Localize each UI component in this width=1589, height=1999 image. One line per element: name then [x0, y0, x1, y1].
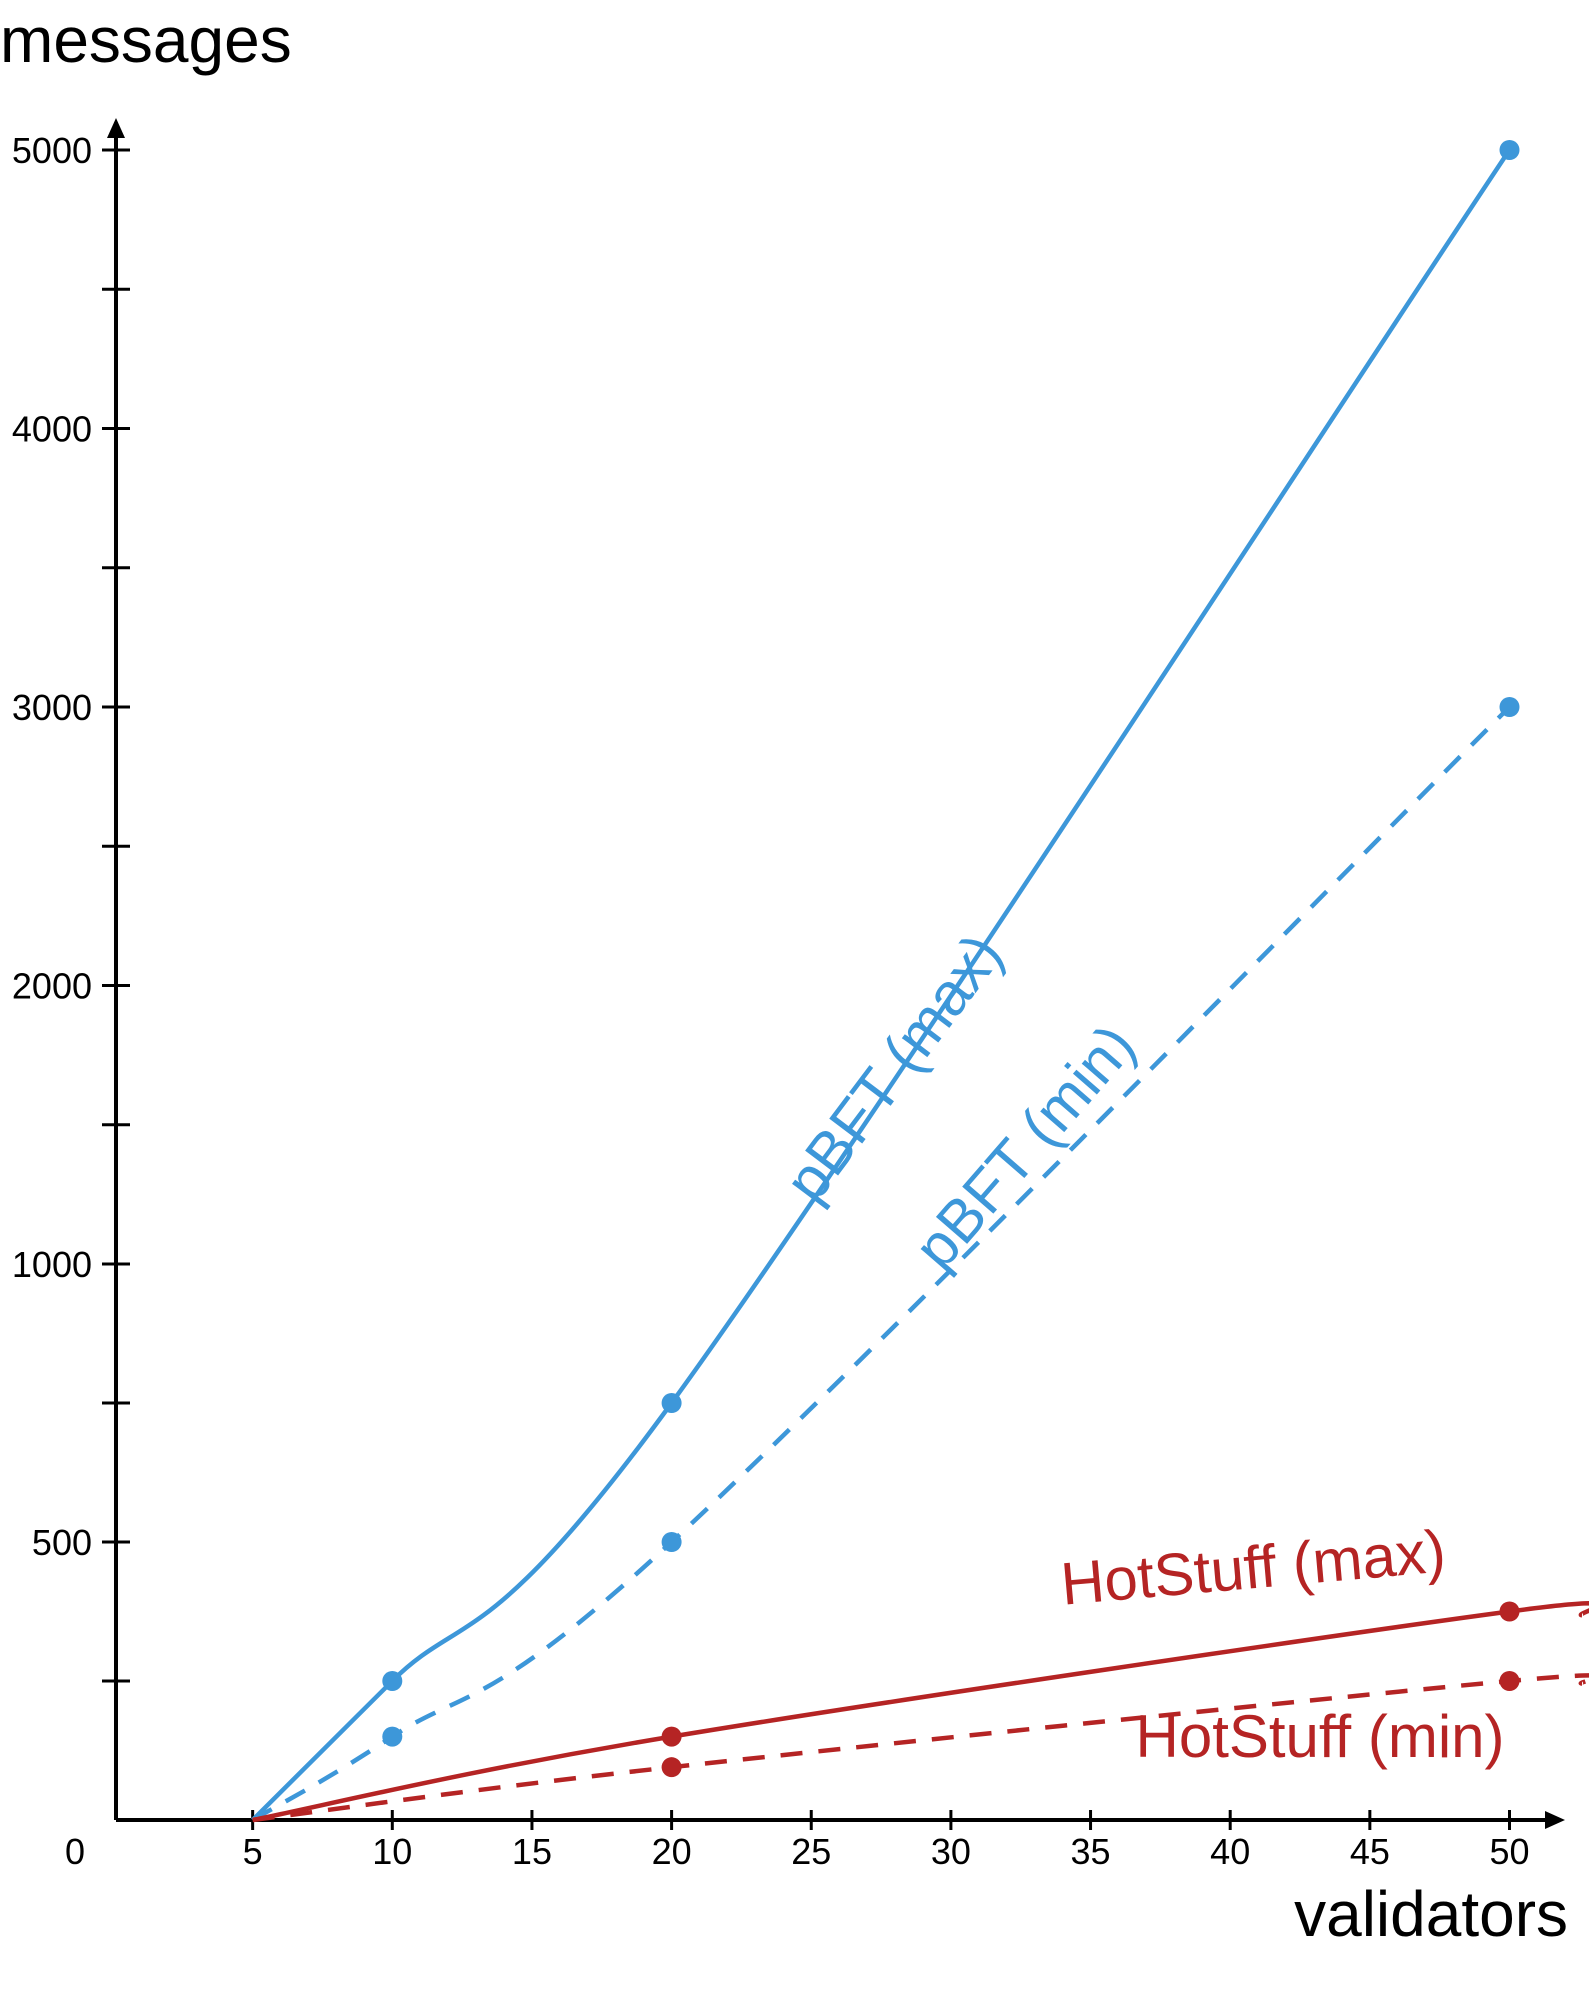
- x-tick-label: 5: [243, 1831, 263, 1872]
- x-tick-label: 35: [1071, 1831, 1111, 1872]
- series-line-3: [252, 1673, 1589, 1823]
- data-point: [1499, 140, 1520, 160]
- y-tick-label: 3000: [12, 687, 92, 728]
- x-tick-label: 20: [652, 1831, 692, 1872]
- series-line-2: [252, 1601, 1589, 1823]
- y-tick-label: 5000: [12, 130, 92, 171]
- x-tick-label: 10: [372, 1831, 412, 1872]
- origin-label: 0: [65, 1831, 85, 1872]
- series-line-1: [251, 705, 1512, 1822]
- data-point: [1499, 1601, 1520, 1622]
- y-axis-title: messages: [0, 4, 292, 76]
- x-axis-arrow: [1545, 1811, 1565, 1829]
- series-label: HotStuff (min): [1136, 1703, 1505, 1770]
- y-tick-label: 500: [32, 1522, 92, 1563]
- x-tick-label: 50: [1489, 1831, 1529, 1872]
- x-tick-label: 30: [931, 1831, 971, 1872]
- axes: 5 10 15 20 25 30 35 40 45 50 500 1000 2000 3000 4000 50…: [12, 118, 1565, 1872]
- x-tick-label: 45: [1350, 1831, 1390, 1872]
- labels-layer: pBFT (max)pBFT (min)HotStuff (max)HotStu…: [772, 921, 1505, 1770]
- x-axis-title: validators: [1294, 1878, 1568, 1950]
- data-point: [661, 1393, 682, 1413]
- series-label: HotStuff (max): [1058, 1517, 1448, 1617]
- y-tick-label: 2000: [12, 966, 92, 1007]
- x-tick-label: 15: [512, 1831, 552, 1872]
- data-point: [1499, 1671, 1520, 1691]
- data-point: [661, 1726, 682, 1747]
- data-point: [382, 1726, 403, 1747]
- y-axis-arrow: [107, 118, 125, 138]
- data-point: [1499, 697, 1520, 717]
- y-tick-label: 1000: [12, 1244, 92, 1285]
- y-tick-label: 4000: [12, 409, 92, 450]
- data-point: [382, 1671, 403, 1691]
- data-point: [661, 1532, 682, 1552]
- data-point: [661, 1757, 682, 1778]
- x-tick-label: 25: [791, 1831, 831, 1872]
- x-tick-label: 40: [1210, 1831, 1250, 1872]
- series-layer: [251, 140, 1589, 1823]
